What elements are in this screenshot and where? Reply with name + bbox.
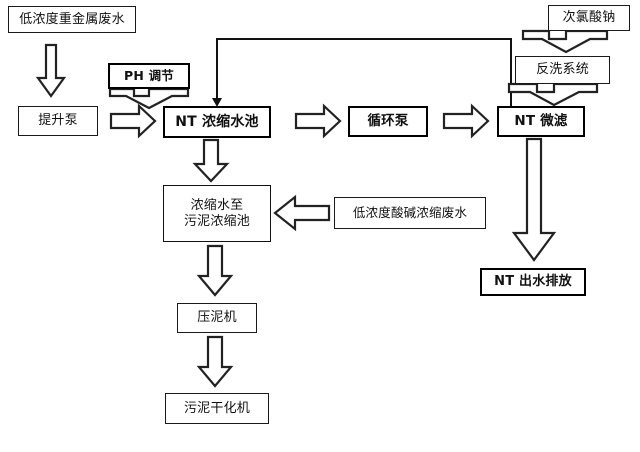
recirculation-line-top	[216, 38, 512, 40]
arrow-filter-press-to-sludge-dryer	[196, 335, 234, 388]
node-filter-press[interactable]: 压泥机	[177, 303, 257, 333]
node-lift-pump[interactable]: 提升泵	[18, 106, 98, 136]
recirculation-arrowhead-icon	[212, 98, 222, 107]
node-sludge-thickener[interactable]: 浓缩水至 污泥浓缩池	[163, 185, 271, 242]
arrow-circ-pump-to-nt-micro	[442, 103, 490, 139]
node-nt-micro[interactable]: NT 微滤	[497, 106, 585, 137]
arrow-backwash-to-nt-micro	[507, 82, 599, 107]
node-influent[interactable]: 低浓度重金属废水	[8, 6, 136, 33]
node-nt-tank[interactable]: NT 浓缩水池	[163, 106, 271, 138]
node-sludge-dryer[interactable]: 污泥干化机	[165, 393, 269, 424]
recirculation-line-riser	[510, 38, 512, 108]
arrow-nt-tank-to-circ-pump	[294, 103, 342, 139]
arrow-sludge-thickener-to-filter-press	[196, 244, 234, 297]
node-acid-alkali-wastewater[interactable]: 低浓度酸碱浓缩废水	[334, 197, 486, 229]
node-backwash-system[interactable]: 反洗系统	[515, 56, 610, 84]
recirculation-line-drop	[216, 38, 218, 100]
node-nt-effluent[interactable]: NT 出水排放	[480, 268, 586, 296]
arrow-acid-alkali-to-sludge-thickener	[273, 194, 331, 232]
node-circ-pump[interactable]: 循环泵	[348, 106, 428, 137]
arrow-ph-adjust-to-nt-tank	[108, 87, 190, 110]
arrow-nt-tank-to-sludge-thickener	[192, 138, 230, 183]
arrow-nt-micro-to-effluent	[511, 137, 557, 262]
node-ph-adjust[interactable]: PH 调节	[108, 63, 190, 89]
arrow-naclo-to-backwash	[521, 29, 609, 54]
arrow-influent-to-lift-pump	[35, 43, 67, 98]
node-sodium-hypochlorite[interactable]: 次氯酸钠	[548, 5, 630, 31]
arrow-lift-pump-to-nt-tank	[109, 103, 157, 139]
